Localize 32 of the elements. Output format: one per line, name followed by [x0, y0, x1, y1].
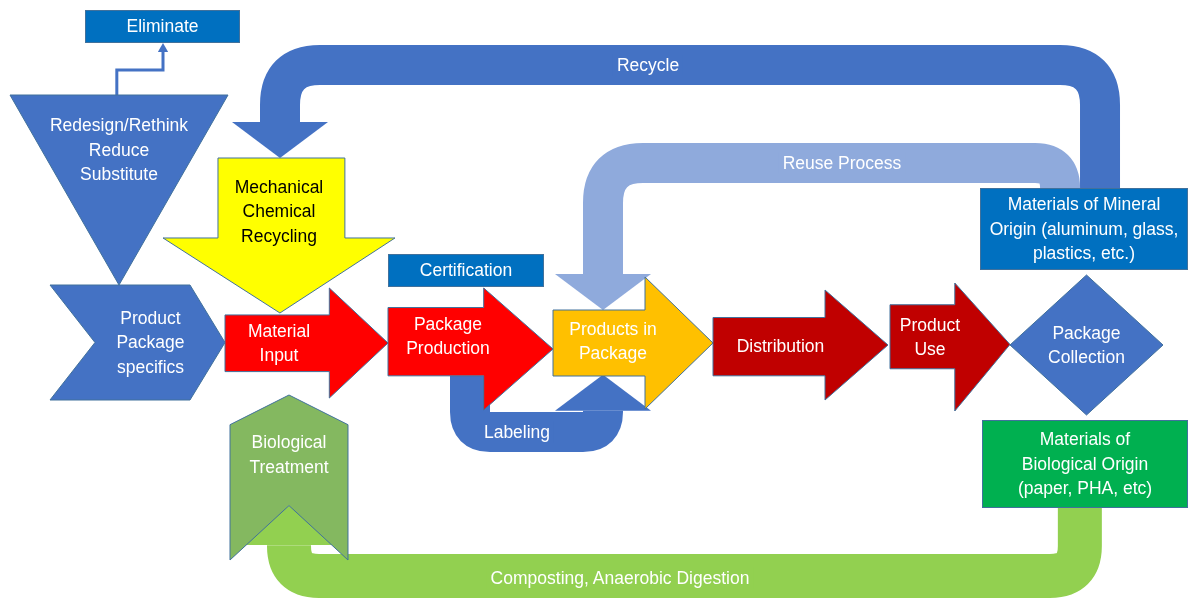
block-arrow [450, 374, 651, 452]
node-text: Biological Treatment [248, 431, 330, 479]
chevron-shape [230, 395, 348, 560]
label-box [980, 188, 1188, 270]
chevron-shape [50, 285, 225, 400]
process-step [890, 283, 1010, 411]
node-text: Package Collection [1047, 321, 1126, 369]
node-text: Eliminate [126, 15, 199, 39]
arrow [115, 43, 169, 95]
node-text: Mechanical Chemical Recycling [233, 175, 325, 248]
node-text: Reduce [88, 138, 150, 162]
process-step [553, 277, 713, 409]
node-text: Materials of Biological Origin (paper, PHA, etc) [1016, 428, 1154, 501]
process-step [225, 288, 388, 398]
node-text: Distribution [736, 334, 825, 358]
decision-diamond [1010, 275, 1163, 415]
node-text: Product Use [898, 313, 962, 361]
node-text: Materials of Mineral Origin (aluminum, glass, plastics, etc.) [989, 193, 1179, 266]
label-box [388, 254, 544, 287]
process-step [163, 158, 395, 313]
node-text: Products in Package [568, 317, 658, 365]
node-text: Substitute [80, 163, 158, 187]
label-box [982, 420, 1188, 508]
node-text: Certification [419, 259, 513, 283]
node-text: Material Input [246, 319, 312, 367]
label-box [85, 10, 240, 43]
node-text: Package Production [405, 312, 491, 360]
process-step [713, 290, 888, 400]
node-text: Redesign/Rethink [49, 114, 189, 138]
process-step [388, 288, 553, 410]
block-arrow [555, 143, 1081, 310]
node-text: Product Package specifics [115, 306, 186, 379]
